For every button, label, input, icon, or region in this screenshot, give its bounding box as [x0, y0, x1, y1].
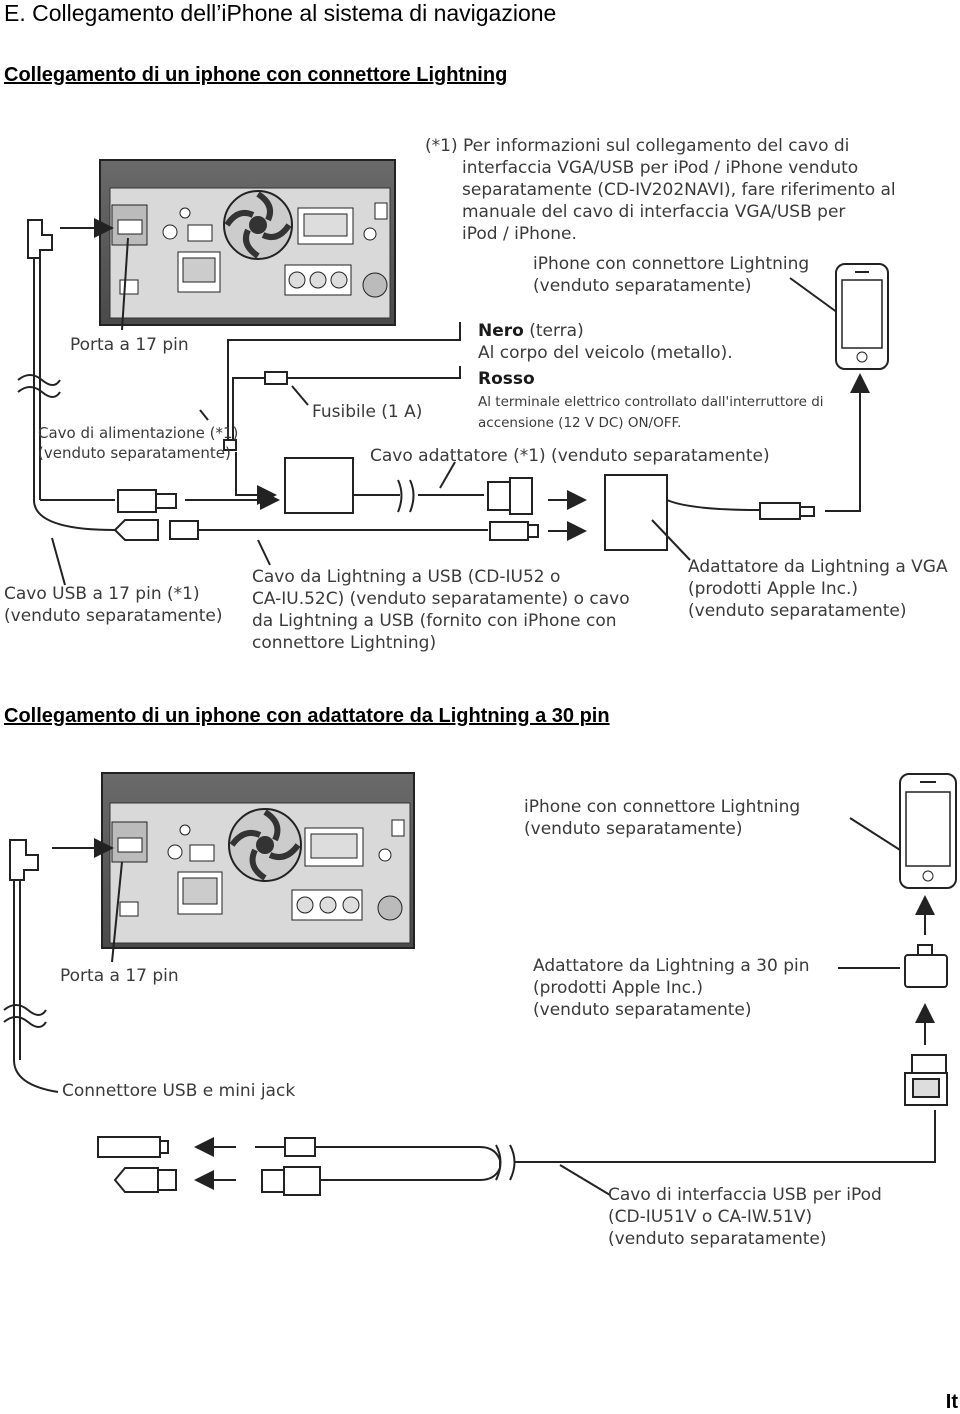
label-line: Adattatore da Lightning a 30 pin [533, 956, 810, 976]
red-wire-title: Rosso [478, 368, 535, 390]
red-wire-desc-line: Al terminale elettrico controllato dall'… [478, 394, 824, 410]
black-wire-label: Nero (terra) Al corpo del veicolo (metal… [478, 320, 733, 364]
page-title: E. Collegamento dell’iPhone al sistema d… [4, 0, 557, 26]
label-line: Cavo da Lightning a USB (CD-IU52 o [252, 567, 561, 587]
cables-diagram-2 [3, 817, 948, 1196]
port-17pin-label-2: Porta a 17 pin [60, 966, 179, 986]
label-line: (venduto separatamente) [533, 1000, 752, 1020]
adapter-30pin-label: Adattatore da Lightning a 30 pin (prodot… [533, 955, 809, 1021]
label-line: Adattatore da Lightning a VGA [688, 557, 948, 577]
note-line: separatamente (CD-IV202NAVI), fare rifer… [462, 180, 896, 200]
port-17pin-label-1: Porta a 17 pin [70, 335, 189, 355]
black-wire-suffix: (terra) [523, 321, 584, 341]
label-line: (venduto separatamente) [524, 819, 743, 839]
iphone-label-2: iPhone con connettore Lightning (venduto… [524, 796, 800, 840]
black-wire-title: Nero [478, 321, 524, 341]
label-line: da Lightning a USB (fornito con iPhone c… [252, 611, 617, 631]
note-line: interfaccia VGA/USB per iPod / iPhone ve… [462, 158, 859, 178]
label-line: CA-IU.52C) (venduto separatamente) o cav… [252, 589, 630, 609]
label-line: (venduto separatamente) [533, 276, 752, 296]
head-unit-rear-2 [101, 772, 415, 949]
label-line: (prodotti Apple Inc.) [533, 978, 704, 998]
label-line: (CD-IU51V o CA-IW.51V) [608, 1207, 813, 1227]
note-line: manuale del cavo di interfaccia VGA/USB … [462, 202, 846, 222]
red-wire-desc-line: accensione (12 V DC) ON/OFF. [478, 415, 682, 431]
head-unit-rear-1 [99, 159, 396, 326]
label-line: (venduto separatamente) [608, 1229, 827, 1249]
red-wire-desc: Al terminale elettrico controllato dall'… [478, 392, 824, 434]
label-line: connettore Lightning) [252, 633, 437, 653]
note-vga-usb-cable: (*1) Per informazioni sul collegamento d… [425, 135, 896, 245]
label-line: (venduto separatamente) [4, 606, 223, 626]
label-line: Cavo di interfaccia USB per iPod [608, 1185, 882, 1205]
section-heading-lightning: Collegamento di un iphone con connettore… [4, 64, 508, 86]
label-line: (venduto separatamente) [38, 444, 231, 462]
vga-adapter-label: Adattatore da Lightning a VGA (prodotti … [688, 556, 948, 622]
power-cable-label: Cavo di alimentazione (*1) (venduto sepa… [38, 423, 238, 463]
label-line: (venduto separatamente) [688, 601, 907, 621]
red-wire-name: Rosso [478, 369, 535, 389]
page-language-label: It [945, 1391, 958, 1413]
section-heading-30pin: Collegamento di un iphone con adattatore… [4, 705, 610, 727]
label-line: iPhone con connettore Lightning [524, 797, 801, 817]
iphone-device-1 [835, 263, 889, 370]
iphone-device-2 [899, 773, 957, 889]
label-line: iPhone con connettore Lightning [533, 254, 810, 274]
usb-17pin-cable-label: Cavo USB a 17 pin (*1) (venduto separata… [4, 583, 223, 627]
ipod-usb-cable-label: Cavo di interfaccia USB per iPod (CD-IU5… [608, 1184, 882, 1250]
lightning-usb-cable-label: Cavo da Lightning a USB (CD-IU52 o CA-IU… [252, 566, 630, 654]
label-line: (prodotti Apple Inc.) [688, 579, 859, 599]
note-line: (*1) Per informazioni sul collegamento d… [425, 136, 850, 156]
iphone-label-1: iPhone con connettore Lightning (venduto… [533, 253, 809, 297]
black-wire-desc: Al corpo del veicolo (metallo). [478, 343, 733, 363]
label-line: Cavo USB a 17 pin (*1) [4, 584, 200, 604]
usb-minijack-label: Connettore USB e mini jack [62, 1081, 296, 1101]
adapter-cable-label: Cavo adattatore (*1) (venduto separatame… [370, 446, 770, 466]
note-line: iPod / iPhone. [462, 224, 577, 244]
label-line: Cavo di alimentazione (*1) [38, 424, 239, 442]
fuse-label: Fusibile (1 A) [312, 402, 423, 422]
cables-diagram-1 [17, 218, 870, 586]
